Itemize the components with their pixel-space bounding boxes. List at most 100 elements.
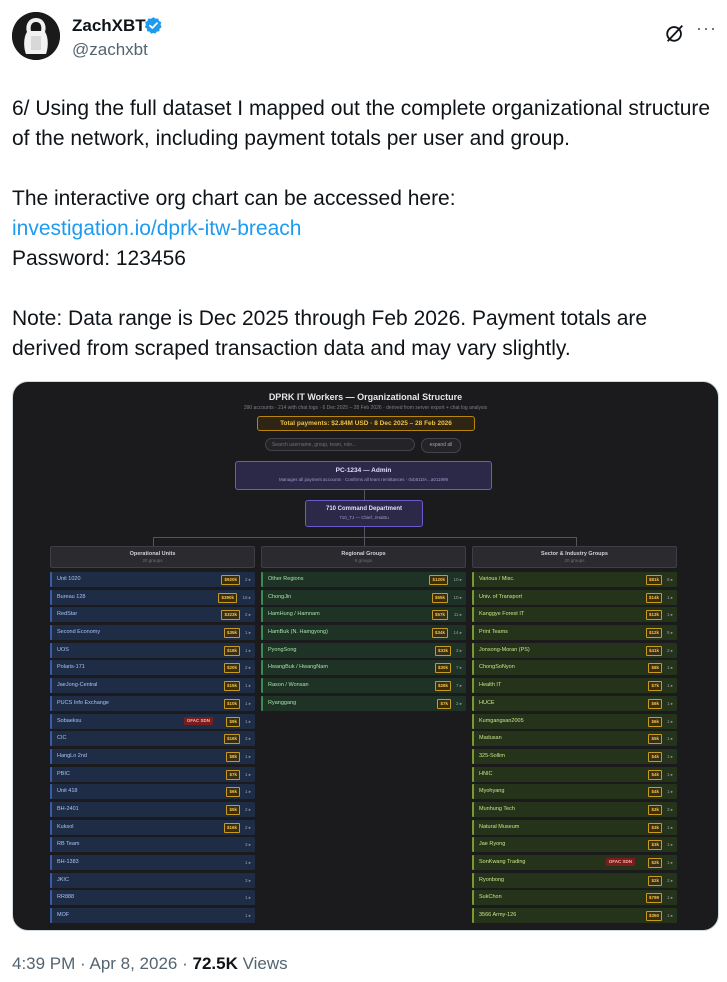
payment-amount-badge: $30k bbox=[434, 663, 451, 674]
expand-all-button[interactable]: expand all bbox=[421, 438, 461, 453]
group-name: BH-2401 bbox=[57, 805, 79, 812]
author-handle[interactable]: @zachxbt bbox=[72, 40, 148, 59]
org-chart-link[interactable]: investigation.io/dprk-itw-breach bbox=[12, 217, 302, 240]
member-count: 1 ▸ bbox=[666, 789, 673, 795]
tweet-paragraph-1: 6/ Using the full dataset I mapped out t… bbox=[12, 97, 711, 150]
group-name: Myohyang bbox=[479, 788, 505, 795]
admin-node-title: PC-1234 — Admin bbox=[335, 467, 392, 474]
payment-amount-badge: $55k bbox=[431, 592, 448, 603]
member-count: 11 ▸ bbox=[453, 612, 462, 618]
group-name: Kuksol bbox=[57, 823, 74, 830]
admin-node[interactable]: PC-1234 — Admin Manages all payment acco… bbox=[235, 461, 492, 490]
group-row[interactable]: Myohyang $4k 1 ▸ bbox=[472, 784, 677, 800]
payment-amount-badge: $3k bbox=[648, 804, 662, 815]
more-icon[interactable]: ··· bbox=[696, 18, 717, 38]
member-count: 1 ▸ bbox=[666, 594, 673, 600]
tweet-footer: 4:39 PM · Apr 8, 2026 · 72.5K Views bbox=[12, 954, 288, 974]
payment-amount-badge: $41k bbox=[645, 645, 662, 656]
author-name[interactable]: ZachXBT bbox=[72, 16, 146, 35]
payment-amount-badge: $799 bbox=[645, 893, 662, 904]
payment-amount-badge: $57k bbox=[431, 610, 448, 621]
member-count: 1 ▸ bbox=[244, 647, 251, 653]
group-name: Various / Misc. bbox=[479, 576, 515, 582]
tweet-timestamp[interactable]: 4:39 PM · Apr 8, 2026 · bbox=[12, 954, 193, 973]
group-name: SukChon bbox=[479, 894, 502, 901]
group-name: Health IT bbox=[479, 682, 502, 689]
org-search-input[interactable]: Search username, group, team, role... bbox=[265, 438, 415, 451]
avatar[interactable] bbox=[12, 12, 60, 60]
connector-line bbox=[153, 537, 154, 546]
group-name: Jae Ryong bbox=[479, 841, 506, 848]
chart-title: DPRK IT Workers — Organizational Structu… bbox=[268, 392, 463, 402]
member-count: 2 ▸ bbox=[244, 824, 251, 830]
payment-amount-badge: $4k bbox=[648, 787, 662, 798]
member-count: 1 ▸ bbox=[244, 913, 251, 919]
command-department-node[interactable]: 710 Command Department 710_TJ — Chief, J… bbox=[305, 500, 423, 527]
member-count: 1 ▸ bbox=[244, 683, 251, 689]
admin-node-subtitle: Manages all payment accounts · Confirms … bbox=[279, 477, 448, 482]
payment-amount-badge: $120k bbox=[429, 575, 448, 585]
media-image[interactable]: DPRK IT Workers — Organizational Structu… bbox=[12, 381, 719, 931]
grok-icon[interactable] bbox=[664, 22, 686, 44]
payment-amount-badge: $12k bbox=[645, 628, 662, 639]
group-name: Polaris-171 bbox=[57, 664, 85, 671]
payment-amount-badge: $18k bbox=[223, 645, 240, 656]
group-name: HangLo 2nd bbox=[57, 752, 87, 759]
payment-amount-badge: $350 bbox=[645, 911, 662, 922]
payment-amount-badge: $13k bbox=[645, 610, 662, 621]
group-name: SonKwang Trading bbox=[479, 859, 526, 865]
member-count: 1 ▸ bbox=[244, 700, 251, 706]
